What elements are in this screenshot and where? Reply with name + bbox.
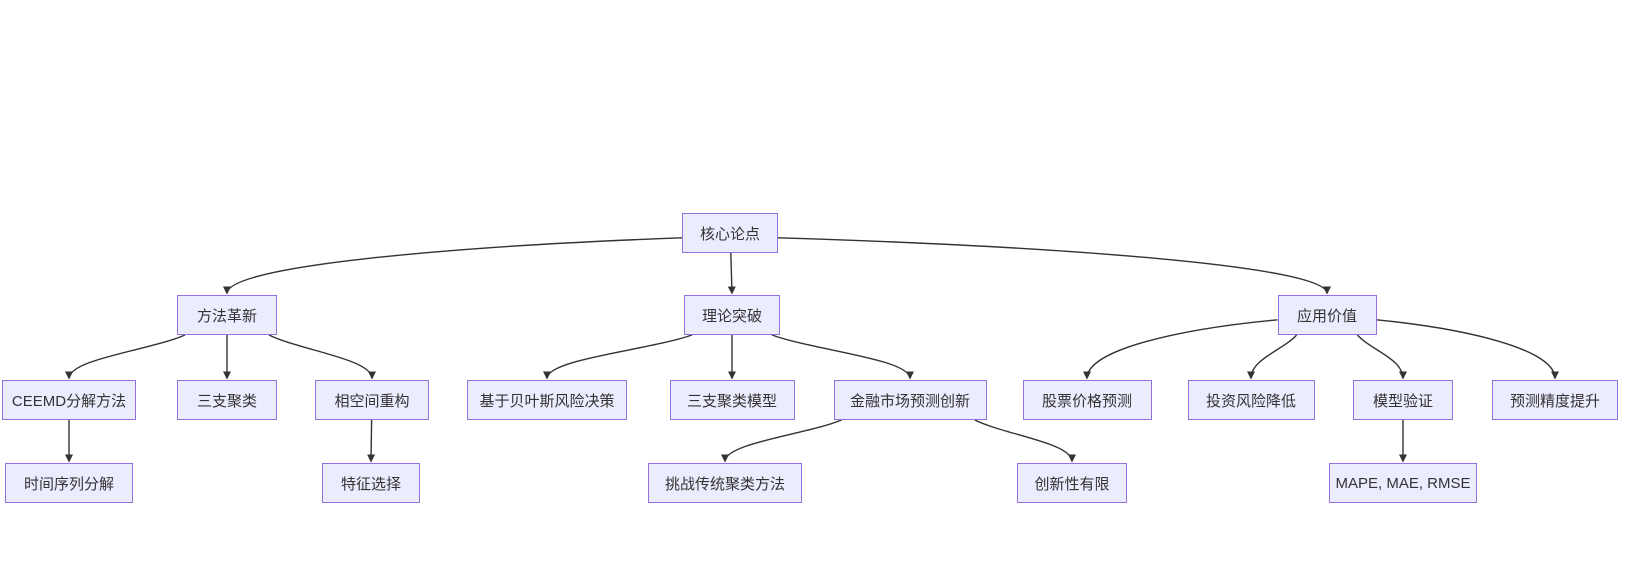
node-label: 方法革新: [196, 307, 257, 325]
edge-application-to-stock-prediction: [1083, 319, 1278, 380]
node-method: 方法革新: [177, 295, 277, 335]
edge-method-to-phase-space: [268, 334, 376, 380]
node-metrics: MAPE, MAE, RMSE: [1329, 463, 1477, 503]
node-label: 股票价格预测: [1041, 392, 1132, 410]
node-twc-model: 三支聚类模型: [669, 380, 795, 420]
edge-application-to-accuracy-improvement: [1376, 319, 1559, 380]
edge-finance-innovation-to-limited-novelty: [974, 419, 1076, 463]
node-risk-reduction: 投资风险降低: [1187, 380, 1315, 420]
edge-core-to-theory: [727, 252, 736, 295]
node-ts-decomposition: 时间序列分解: [5, 463, 133, 503]
node-label: 预测精度提升: [1509, 392, 1600, 410]
node-label: 模型验证: [1372, 392, 1433, 410]
node-label: 创新性有限: [1034, 475, 1110, 493]
edge-theory-to-finance-innovation: [771, 334, 914, 380]
node-model-validation: 模型验证: [1353, 380, 1453, 420]
edge-finance-innovation-to-challenge-clustering: [721, 419, 842, 463]
node-label: 挑战传统聚类方法: [664, 475, 785, 493]
node-label: 基于贝叶斯风险决策: [479, 392, 615, 410]
edge-application-to-model-validation: [1356, 334, 1407, 380]
node-theory: 理论突破: [684, 295, 780, 335]
edge-theory-to-bayes-decision: [543, 334, 693, 380]
node-label: 时间序列分解: [23, 475, 114, 493]
node-feature-selection: 特征选择: [322, 463, 420, 503]
node-three-way-clustering: 三支聚类: [177, 380, 277, 420]
node-label: 核心论点: [699, 225, 760, 243]
node-label: MAPE, MAE, RMSE: [1335, 474, 1471, 492]
node-label: 投资风险降低: [1205, 392, 1296, 410]
node-bayes-decision: 基于贝叶斯风险决策: [467, 380, 627, 420]
edge-core-to-method: [223, 237, 683, 295]
node-finance-innovation: 金融市场预测创新: [833, 380, 987, 420]
edge-application-to-risk-reduction: [1247, 334, 1298, 380]
node-phase-space: 相空间重构: [315, 380, 429, 420]
edge-method-to-ceemd: [65, 334, 186, 380]
node-core: 核心论点: [682, 213, 778, 253]
node-label: 金融市场预测创新: [849, 392, 970, 410]
node-label: 三支聚类: [196, 392, 257, 410]
node-challenge-clustering: 挑战传统聚类方法: [648, 463, 802, 503]
node-accuracy-improvement: 预测精度提升: [1492, 380, 1618, 420]
node-label: 理论突破: [701, 307, 762, 325]
node-label: 特征选择: [340, 475, 401, 493]
edge-core-to-application: [777, 237, 1331, 295]
node-application: 应用价值: [1277, 295, 1377, 335]
node-label: 相空间重构: [334, 392, 410, 410]
node-label: 应用价值: [1296, 307, 1357, 325]
node-label: 三支聚类模型: [686, 392, 777, 410]
edge-phase-space-to-feature-selection: [367, 419, 376, 463]
node-stock-prediction: 股票价格预测: [1022, 380, 1152, 420]
node-label: CEEMD分解方法: [11, 392, 127, 410]
node-limited-novelty: 创新性有限: [1017, 463, 1127, 503]
node-ceemd: CEEMD分解方法: [2, 380, 136, 420]
